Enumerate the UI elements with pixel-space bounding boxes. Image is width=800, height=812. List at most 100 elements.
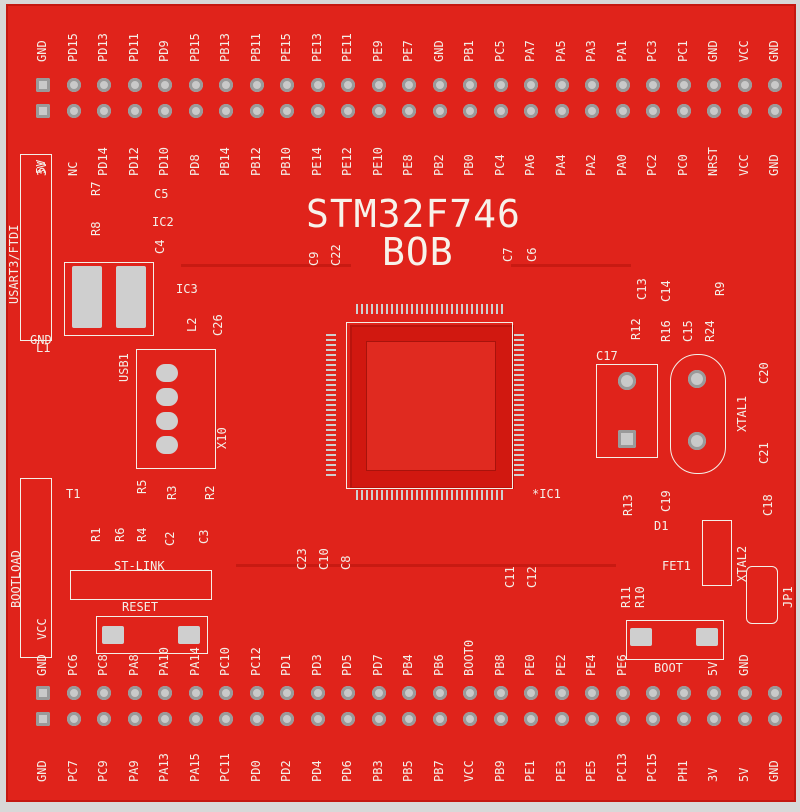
pin-label: PA3: [584, 40, 598, 62]
header-pin-pad: [432, 686, 447, 700]
xtal1-pad: [688, 432, 706, 450]
pin-label: GND: [706, 40, 720, 62]
header-pin-pad: [768, 78, 782, 92]
c7-label: C7: [501, 247, 515, 262]
header-pin-pad: [158, 712, 172, 726]
header-pin-pad: [676, 712, 691, 726]
header-pin-pad: [97, 78, 111, 92]
pin-label: PE0: [523, 654, 537, 676]
pin-label: PB9: [492, 760, 507, 782]
pin-label: PE15: [279, 33, 293, 62]
pin-label: PB5: [401, 760, 415, 782]
pin-label: PC6: [65, 654, 80, 676]
pin-label: PD10: [157, 147, 171, 176]
header-pin-pad: [371, 686, 386, 700]
inductor-outline: [64, 262, 154, 336]
c22-label: C22: [329, 244, 343, 266]
mcu-pins-right: [514, 334, 524, 479]
pin-label: PA13: [157, 753, 171, 782]
st-link-label: ST-LINK: [114, 559, 165, 573]
pin-label: PC0: [675, 154, 690, 176]
pin-label: PC12: [248, 647, 263, 676]
board-title: STM32F746: [306, 192, 521, 236]
pcb-trace: [181, 264, 351, 267]
pin-label: PB8: [492, 654, 507, 676]
pin-label: PA6: [523, 154, 537, 176]
c20-label: C20: [757, 362, 771, 384]
xtal1-pad: [688, 370, 706, 388]
pin-label: PD4: [309, 760, 324, 782]
pin-label: PC11: [218, 753, 232, 782]
header-pin-pad: [280, 104, 294, 118]
pin-label: PB10: [279, 147, 293, 176]
boot-button-pad: [630, 628, 652, 646]
c12-label: C12: [525, 566, 539, 588]
r2-label: R2: [203, 485, 217, 500]
pin-label: PA8: [126, 654, 141, 676]
header-pin-pad: [97, 104, 111, 118]
d1-label: D1: [654, 519, 669, 533]
c18-label: C18: [761, 494, 775, 516]
jp1-label: JP1: [781, 586, 795, 608]
c23-label: C23: [295, 548, 309, 570]
pin-label: PH1: [675, 760, 690, 782]
header-pin-pad: [615, 712, 630, 726]
header-pin-pad: [493, 712, 508, 726]
pin-label: PC10: [218, 647, 232, 676]
pin-label: PB6: [431, 654, 446, 676]
xtal2-outline: [702, 520, 732, 586]
r10-label: R10: [633, 586, 647, 608]
pin-label: 3V: [706, 767, 720, 782]
header-pin-pad: [341, 78, 355, 92]
header-pin-pad: [554, 712, 569, 726]
c17-label: C17: [596, 349, 618, 363]
pin-label: PB4: [401, 654, 415, 676]
r3-label: R3: [165, 485, 179, 500]
x10-label: X10: [215, 427, 229, 449]
st-link-header-outline: [70, 570, 212, 600]
header-pin-pad: [66, 78, 81, 92]
pin-label: 5V: [706, 661, 720, 676]
board-subtitle: BOB: [382, 230, 454, 274]
header-pin-pad: [432, 78, 447, 92]
pin-label: BOOT0: [462, 639, 476, 676]
header-pin-pad: [310, 104, 325, 118]
header-pin-pad: [341, 686, 355, 700]
header-pin-pad: [371, 712, 386, 726]
reset-label: RESET: [122, 600, 159, 614]
pin-label: PC8: [96, 654, 110, 676]
pin-label: GND: [431, 40, 446, 62]
c21-label: C21: [757, 442, 771, 464]
pin-label: PA7: [523, 40, 537, 62]
jp1-outline: [746, 566, 778, 624]
pin-label: PD0: [248, 760, 263, 782]
header-pin-pad: [341, 712, 355, 726]
pin-label: GND: [35, 40, 49, 62]
pin-label: PA5: [553, 40, 568, 62]
header-pin-pad: [280, 78, 294, 92]
pin-label: PE2: [553, 654, 568, 676]
header-pin-pad: [127, 78, 142, 92]
pin-label: PB12: [248, 147, 263, 176]
reset-button-outline: [96, 616, 208, 654]
header-pin-pad: [249, 104, 264, 118]
pcb-trace: [511, 264, 631, 267]
pin-label: PA15: [187, 753, 202, 782]
reset-button-pad: [178, 626, 200, 644]
pin-label: PD14: [96, 147, 110, 176]
pin-label: PE10: [370, 147, 385, 176]
pin-label: PD8: [187, 154, 202, 176]
pin-label: PB14: [218, 147, 232, 176]
header-pin-pad: [676, 686, 691, 700]
pin-label: GND: [767, 760, 781, 782]
header-pin-pad: [768, 712, 782, 726]
c10-label: C10: [317, 548, 331, 570]
mcu-pins-bottom: [356, 490, 504, 500]
boot-button-outline: [626, 620, 724, 660]
usart-header-outline: [20, 154, 52, 341]
pin-label: PE8: [401, 154, 415, 176]
header-pin-pad: [66, 104, 81, 118]
header-pin-pad: [524, 104, 538, 118]
header-pin-pad: [341, 104, 355, 118]
r7-label: R7: [89, 181, 103, 196]
